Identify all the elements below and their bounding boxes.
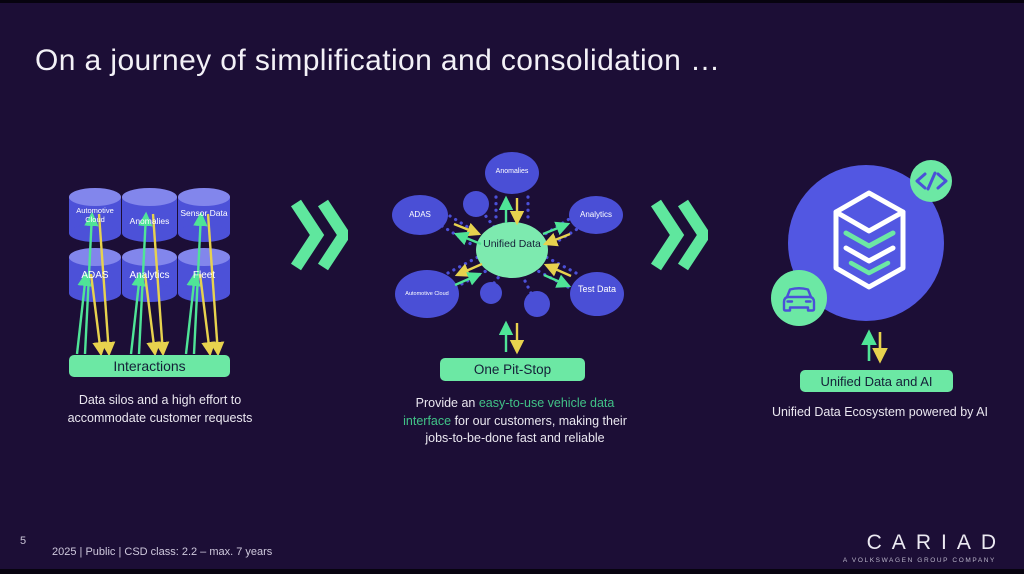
right-caption: Unified Data Ecosystem powered by AI <box>771 405 989 419</box>
one-pit-stop-box: One Pit-Stop <box>440 358 585 381</box>
interaction-arrows <box>75 211 225 357</box>
caption-text: for our customers, making their jobs-to-… <box>425 413 627 446</box>
bottom-letterbox-bar <box>0 569 1024 574</box>
left-caption: Data silos and a high effort to accommod… <box>67 393 253 425</box>
unified-data-ai-box: Unified Data and AI <box>800 370 953 392</box>
unified-data-diagram: Anomalies ADAS Analytics Automotive Clou… <box>390 145 635 395</box>
ecosystem-graphic <box>771 160 952 364</box>
chevron-right-icon <box>650 199 708 271</box>
exchange-arrows <box>453 195 572 355</box>
unified-data-bubble <box>476 222 548 278</box>
exchange-arrows <box>861 329 888 364</box>
unified-data-graphic <box>392 152 624 355</box>
middle-caption: Provide an easy-to-use vehicle data inte… <box>391 395 639 448</box>
data-box-icon <box>833 190 906 290</box>
data-silos-graphic <box>69 188 230 357</box>
slide-title: On a journey of simplification and conso… <box>35 44 721 77</box>
cariad-logo: CARIAD A VOLKSWAGEN GROUP COMPANY <box>843 531 996 564</box>
database-cylinder-icon <box>69 188 230 302</box>
caption-highlight: easy-to-use vehicle data interface <box>403 396 615 428</box>
car-icon <box>771 270 827 326</box>
chevron-right-icon <box>290 199 348 271</box>
data-bubbles <box>392 152 624 318</box>
page-number: 5 <box>20 535 27 547</box>
code-icon <box>910 160 952 202</box>
ecosystem-diagram: Unified Data and AI <box>755 150 1005 410</box>
brand-tagline: A VOLKSWAGEN GROUP COMPANY <box>842 557 996 564</box>
top-letterbox-bar <box>0 0 1024 3</box>
interactions-box: Interactions <box>69 355 230 377</box>
brand-name: CARIAD <box>866 531 1006 554</box>
caption-text: Provide an <box>415 396 479 410</box>
footer-classification: 2025 | Public | CSD class: 2.2 – max. 7 … <box>52 546 273 558</box>
data-silos-diagram: Automotive Cloud Anomalies Sensor Data A… <box>55 178 245 403</box>
